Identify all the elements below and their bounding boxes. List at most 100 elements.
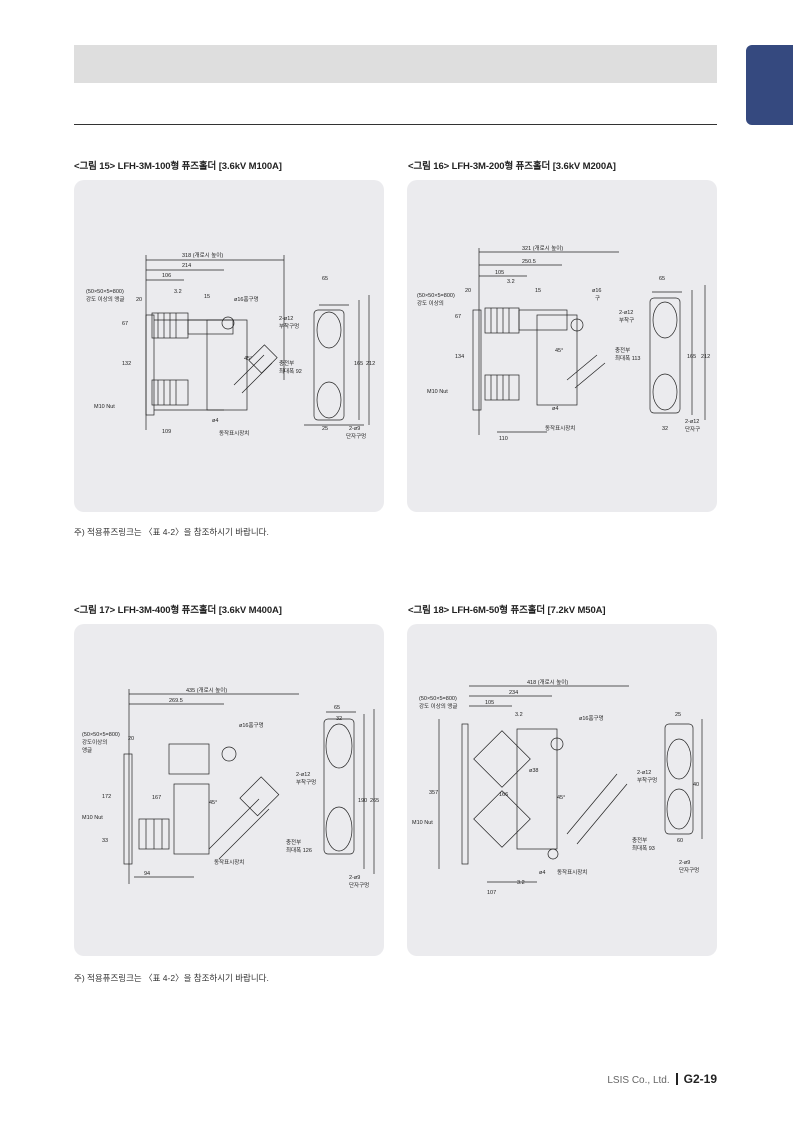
label: 250.5 xyxy=(522,259,536,265)
label: 67 xyxy=(122,321,128,327)
label: 강도 이상의 앵글 xyxy=(86,295,124,303)
label: 33 xyxy=(102,838,108,844)
label: ø16홈구멍 xyxy=(239,721,264,729)
label: M10 Nut xyxy=(412,820,433,826)
label: 최대폭 93 xyxy=(632,844,655,852)
label: 부착구멍 xyxy=(296,778,316,786)
label: 106 xyxy=(162,273,171,279)
label: 60 xyxy=(677,838,683,844)
drawing-15: 318 (개로시 높이) 214 106 65 (50×50×5=800) 강도… xyxy=(86,251,375,440)
label: 234 xyxy=(509,690,518,696)
figure-title-17: <그림 17> LFH-3M-400형 퓨즈홀더 [3.6kV M400A] xyxy=(74,605,282,616)
label: 앵글 xyxy=(82,747,92,754)
label: 강도 이상의 앵글 xyxy=(419,702,457,710)
label: 동작표시장치 xyxy=(545,424,575,432)
label: 105 xyxy=(495,270,504,276)
label: 충전부 xyxy=(632,836,647,844)
label: 45° xyxy=(557,795,565,801)
label: 214 xyxy=(182,263,191,269)
label: 2-ø12 xyxy=(279,316,293,322)
label: M10 Nut xyxy=(427,389,448,395)
label: 212 xyxy=(701,354,710,360)
label: 167 xyxy=(152,795,161,801)
label: ø38 xyxy=(529,768,538,774)
label: 구 xyxy=(595,295,600,302)
label: 25 xyxy=(322,426,328,432)
label: 269.5 xyxy=(169,698,183,704)
label: 165 xyxy=(354,361,363,367)
label: 105 xyxy=(485,700,494,706)
label: 최대폭 113 xyxy=(615,354,640,362)
label: 단자구멍 xyxy=(346,432,366,440)
label: 2-ø12 xyxy=(685,419,699,425)
side-tab[interactable] xyxy=(746,45,793,125)
header-rule xyxy=(74,124,717,125)
label: 강도 이상의 xyxy=(417,299,444,307)
label: 2-ø9 xyxy=(679,860,690,866)
label: 15 xyxy=(535,288,541,294)
label: 172 xyxy=(102,794,111,800)
drawing-18: 418 (개로시 높이) (50×50×5=800) 234 강도 이상의 앵글… xyxy=(412,678,703,896)
label: 109 xyxy=(162,429,171,435)
label: 2-ø9 xyxy=(349,875,360,881)
label: M10 Nut xyxy=(94,404,115,410)
figure-panel-16: 321 (개로시 높이) 250.5 105 3.2 15 ø16 구 65 (… xyxy=(407,180,717,512)
figure-panel-17: 435 (개로시 높이) 269.5 65 (50×50×5=800) 강도이상… xyxy=(74,624,384,956)
label: 110 xyxy=(499,436,508,442)
figure-panel-18: 418 (개로시 높이) (50×50×5=800) 234 강도 이상의 앵글… xyxy=(407,624,717,956)
label: 45° xyxy=(555,348,563,354)
label: 212 xyxy=(366,361,375,367)
label: 65 xyxy=(322,276,328,282)
label: 166 xyxy=(499,792,508,798)
label: 45° xyxy=(244,356,252,362)
label: 318 (개로시 높이) xyxy=(182,251,223,259)
label: 107 xyxy=(487,890,496,896)
label: 최대폭 92 xyxy=(279,367,302,375)
label: (50×50×5=800) xyxy=(82,732,120,738)
label: 3.2 xyxy=(174,289,182,295)
figure-title-15: <그림 15> LFH-3M-100형 퓨즈홀더 [3.6kV M100A] xyxy=(74,161,282,172)
label: 부착구 xyxy=(619,316,634,324)
label: 321 (개로시 높이) xyxy=(522,244,563,252)
figure-title-16: <그림 16> LFH-3M-200형 퓨즈홀더 [3.6kV M200A] xyxy=(408,161,616,172)
label: 3.2 xyxy=(515,712,523,718)
label: 165 xyxy=(687,354,696,360)
label: 충전부 xyxy=(286,838,301,846)
label: 67 xyxy=(455,314,461,320)
footnote-top: 주) 적용퓨즈링크는 〈표 4-2〉을 참조하시기 바랍니다. xyxy=(74,527,269,537)
label: 동작표시장치 xyxy=(219,429,249,437)
label: ø16 xyxy=(592,288,601,294)
label: (50×50×5=800) xyxy=(86,289,124,295)
drawing-16: 321 (개로시 높이) 250.5 105 3.2 15 ø16 구 65 (… xyxy=(417,244,710,442)
label: 20 xyxy=(128,736,134,742)
label: 단자구멍 xyxy=(349,881,369,889)
label: 강도이상의 xyxy=(82,738,107,746)
label: 20 xyxy=(136,297,142,303)
label: 부착구멍 xyxy=(279,322,299,330)
label: 190 xyxy=(358,798,367,804)
label: 32 xyxy=(662,426,668,432)
label: 32 xyxy=(336,716,342,722)
header-bar xyxy=(74,45,717,83)
label: 동작표시장치 xyxy=(557,868,587,876)
label: 2-ø12 xyxy=(619,310,633,316)
company-name: LSIS Co., Ltd. xyxy=(607,1075,670,1086)
label: 15 xyxy=(204,294,210,300)
label: 부착구멍 xyxy=(637,776,657,784)
label: 94 xyxy=(144,871,150,877)
label: ø4 xyxy=(212,418,218,424)
label: 265 xyxy=(370,798,379,804)
label: 2-ø12 xyxy=(296,772,310,778)
label: ø16홈구멍 xyxy=(579,714,604,722)
label: 3.2 xyxy=(517,880,525,886)
label: 25 xyxy=(675,712,681,718)
page-footer: LSIS Co., Ltd. G2-19 xyxy=(560,1072,717,1086)
label: 134 xyxy=(455,354,464,360)
label: 65 xyxy=(334,705,340,711)
label: 단자구멍 xyxy=(679,866,699,874)
label: 동작표시장치 xyxy=(214,858,244,866)
label: ø16홈구멍 xyxy=(234,295,259,303)
footer-separator xyxy=(675,1073,678,1085)
page-number: G2-19 xyxy=(683,1072,717,1086)
label: ø4 xyxy=(539,870,545,876)
